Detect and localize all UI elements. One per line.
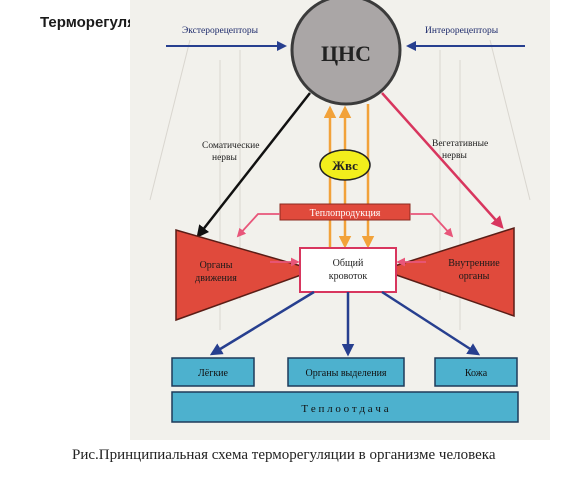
heat-arrow-left [236,213,280,238]
heat-transfer-bar [171,391,519,423]
internal-organs-label-2: органы [459,271,490,282]
figure-caption: Рис.Принципиальная схема терморегуляции … [72,447,496,463]
cns-circle [290,0,402,106]
vegetative-nerves-label-2: нервы [442,151,468,161]
heat-arrow-right [410,213,454,238]
somatic-nerves-label-1: Соматические [202,141,259,151]
somatic-nerve-arrow [196,92,311,238]
hormone-ellipse [319,149,371,181]
heat-transfer-label: Т е п л о о т д а ч а [301,403,388,415]
vegetative-nerve-arrow [381,92,504,229]
skin-box [434,357,518,387]
heat-production-box [279,203,411,221]
internal-organs-triangle [379,226,515,318]
exteroceptors-label: Экстерорецепторы [182,26,259,36]
excretory-organs-label: Органы выделения [305,368,386,379]
skin-label: Кожа [465,368,488,379]
excretory-organs-box [287,357,405,387]
hormone-label: Жвс [332,158,358,173]
vegetative-nerves-label-1: Вегетативные [432,139,488,149]
blood-flow-label-2: кровоток [329,271,368,282]
heat-production-label: Теплопродукция [310,208,381,219]
blood-to-skin-arrow [381,290,481,356]
interoreceptors-label: Интерорецепторы [425,26,499,36]
motor-organs-label-2: движения [195,273,237,284]
blood-to-lungs-arrow [209,290,315,356]
cns-label: ЦНС [321,41,371,66]
thermoregulation-diagram: Экстерорецепторы Интерорецепторы ЦНС Сом… [149,0,531,423]
diagram-figure: Экстерорецепторы Интерорецепторы ЦНС Сом… [130,0,550,440]
somatic-nerves-label-2: нервы [212,153,238,163]
lungs-box [171,357,255,387]
internal-organs-label-1: Внутренние [448,258,500,269]
blood-flow-box [299,247,397,293]
motor-organs-triangle [175,229,318,322]
lungs-label: Лёгкие [198,368,229,379]
motor-organs-label-1: Органы [200,260,233,271]
blood-flow-label-1: Общий [333,258,364,269]
